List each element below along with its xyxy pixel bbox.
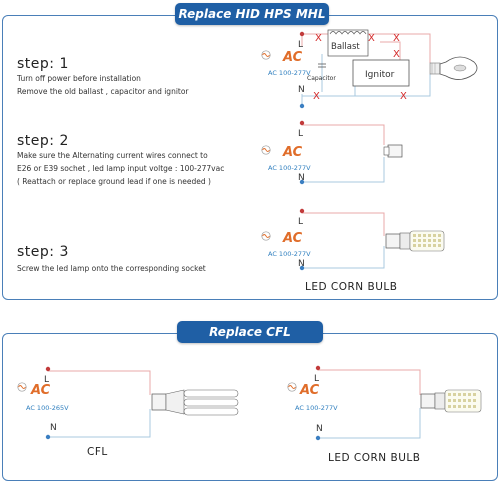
cfl-bulb-icon (151, 389, 239, 416)
cfl-diagram (45, 366, 239, 440)
d3-neutral-label: N (298, 259, 305, 269)
svg-text:X: X (313, 91, 320, 102)
svg-text:X: X (393, 33, 400, 44)
svg-text:X: X (368, 33, 375, 44)
hid-bulb-icon (429, 56, 478, 80)
step1-title: step: 1 (17, 56, 69, 72)
step1-line1: Turn off power before installation (17, 74, 141, 83)
d1-ac-label: AC (282, 50, 303, 65)
cfl-ac-label: AC (30, 383, 51, 398)
cfl-label: CFL (87, 446, 108, 458)
step2-line3: ( Reattach or replace ground lead if one… (17, 177, 211, 186)
led-line-label: L (314, 374, 319, 384)
svg-text:X: X (393, 49, 400, 60)
ignitor-box (352, 59, 410, 87)
step3-line1: Screw the led lamp onto the correspondin… (17, 264, 206, 273)
d2-ac-label: AC (282, 145, 303, 160)
hid-header: Replace HID HPS MHL (175, 3, 329, 25)
ballast-label: Ballast (331, 42, 360, 52)
led-voltage: AC 100-277V (295, 404, 338, 412)
d1-neutral-label: N (298, 85, 305, 95)
cfl-header: Replace CFL (177, 321, 323, 343)
d1-voltage: AC 100-277V (268, 69, 311, 77)
capacitor-label: Capacitor (307, 75, 336, 82)
led-corn-bulb-icon-bottom (420, 389, 482, 413)
led-corn-bulb-label-top: LED CORN BULB (305, 281, 398, 293)
neutral-terminal-dot (299, 103, 305, 109)
d2-neutral-label: N (298, 173, 305, 183)
step2-line1: Make sure the Alternating current wires … (17, 151, 208, 160)
line-terminal-dot (299, 31, 305, 37)
diagram1: X X X X X X (299, 29, 478, 109)
d2-voltage: AC 100-277V (268, 164, 311, 172)
diagram2 (299, 120, 403, 185)
step2-title: step: 2 (17, 133, 69, 149)
led-neutral-label: N (316, 424, 323, 434)
cfl-line-label: L (44, 375, 49, 385)
svg-text:X: X (400, 91, 407, 102)
cfl-voltage: AC 100-265V (26, 404, 69, 412)
ignitor-label: Ignitor (365, 70, 395, 80)
led-corn-bulb-icon (385, 230, 445, 252)
svg-text:X: X (315, 33, 322, 44)
cfl-neutral-label: N (50, 423, 57, 433)
step3-title: step: 3 (17, 244, 69, 260)
led-corn-bulb-label-bottom: LED CORN BULB (328, 452, 421, 464)
d3-line-label: L (298, 217, 303, 227)
step2-line2: E26 or E39 sochet , led lamp input voltg… (17, 164, 225, 173)
d1-line-label: L (298, 40, 303, 50)
d3-ac-label: AC (282, 231, 303, 246)
led-replacement-diagram (315, 365, 482, 441)
diagram3 (299, 208, 445, 271)
socket-icon (383, 144, 403, 158)
d2-line-label: L (298, 129, 303, 139)
led-ac-label: AC (299, 383, 320, 398)
d3-voltage: AC 100-277V (268, 250, 311, 258)
step1-line2: Remove the old ballast , capacitor and i… (17, 87, 189, 96)
